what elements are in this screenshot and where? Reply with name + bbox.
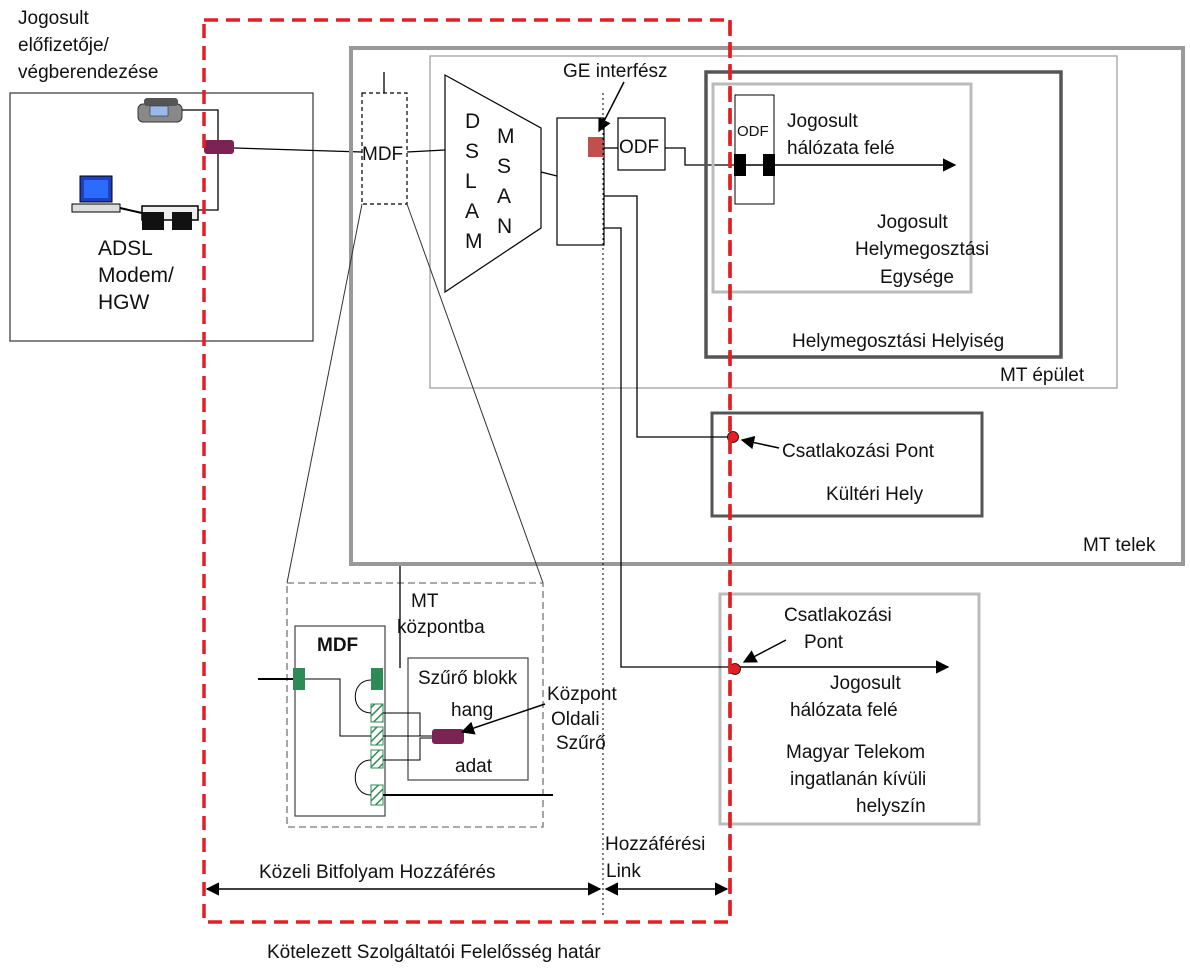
colo-network-line1: Jogosult [787,111,858,132]
outdoor-place-label: Kültéri Hely [826,484,924,505]
mdf-box [361,92,408,205]
to-center-line1: MT [411,591,439,612]
offsite-place-line2: ingatlanán kívüli [790,769,926,790]
dslam-letter: A [465,200,479,223]
filter-block-box [407,657,529,781]
offsite-network-line2: hálózata felé [790,700,898,721]
msan-letter: A [497,185,511,208]
mt-site-box [349,46,1185,566]
dslam-msan-block [444,73,542,294]
filter-pointer [460,703,546,735]
msan-letter: S [497,155,511,178]
msan-letter: M [497,125,515,148]
odf-box [617,117,666,171]
ge-port [588,137,603,157]
zoom-line-right [406,203,544,584]
filter-block-label: Szűrő blokk [418,668,518,689]
mdf-detail-label: MDF [317,635,358,656]
central-office-filter [432,729,464,744]
mdf-hatched-port [370,749,384,769]
modem-icon [119,205,199,230]
modem-line [198,152,219,211]
mdf-hatched-port [370,784,384,806]
phone-line [182,109,219,140]
zoom-line-left [286,203,363,584]
voice-label: hang [451,700,493,721]
subscriber-filter [204,140,234,154]
dslam-letter: M [465,230,483,253]
ge-interface-label: GE interfész [563,61,668,82]
colocation-room-label: Helymegosztási Helyiség [792,331,1004,352]
mdf-hatched-port [370,703,384,723]
mdf-to-dslam-line [406,149,446,153]
colocation-unit-line2: Helymegosztási [855,239,989,260]
phone-icon [137,98,183,123]
near-access-label: Közeli Bitfolyam Hozzáférés [259,862,496,883]
mdf-hatched-port [370,726,384,746]
subscriber-title-line2: előfizetője/ [18,35,110,56]
data-label: adat [455,756,493,777]
mdf-label: MDF [362,144,403,165]
filter-label-line2: Oldali [551,709,600,730]
colocation-unit-line3: Egysége [880,267,954,288]
offsite-point-line2: Pont [804,632,844,653]
mt-building-label: MT épület [1000,365,1085,386]
modem-label-line2: Modem/ [98,264,174,287]
dslam-letter: S [465,140,479,163]
mdf-port [371,668,383,690]
offsite-point-line1: Csatlakozási [784,605,892,626]
ge-pointer [598,81,625,133]
colocation-room-box [704,70,1063,359]
to-center-line2: központba [397,617,485,638]
msan-letter: N [497,215,512,238]
colocation-unit-line1: Jogosult [877,212,948,233]
modem-label-line3: HGW [98,291,150,314]
colo-odf-box [734,94,775,205]
mt-building-box [429,55,1118,389]
offsite-network-line1: Jogosult [830,673,901,694]
subscriber-box [9,92,314,342]
dslam-letter: D [465,110,480,133]
subscriber-title-line3: végberendezése [18,62,159,83]
offsite-point-pointer [742,639,787,663]
computer-icon [71,175,121,213]
offsite-place-box [718,592,981,826]
offsite-place-line3: helyszín [856,796,926,817]
subscriber-to-mdf-line [233,147,363,153]
colo-network-line2: hálózata felé [787,138,895,159]
access-link-line2: Link [606,861,641,882]
filter-label-line3: Szűrő [556,733,606,754]
mdf-port [293,668,305,690]
odf-to-colo-line [665,147,735,166]
subscriber-title-line1: Jogosult [18,8,89,29]
modem-label-line1: ADSL [98,237,153,260]
switch-to-offsite-line [604,227,733,668]
filter-label-line1: Központ [547,684,617,705]
switch-to-outdoor-line [604,195,733,438]
dslam-letter: L [465,170,477,193]
colo-odf-label: ODF [737,123,769,140]
outdoor-point-pointer [740,435,780,450]
offsite-place-line1: Magyar Telekom [786,742,925,763]
access-link-line1: Hozzáférési [605,834,705,855]
odf-label: ODF [619,137,659,158]
mt-site-label: MT telek [1083,535,1156,556]
outdoor-place-box [710,411,984,518]
boundary-label: Kötelezett Szolgáltatói Felelősség határ [267,942,601,963]
outdoor-point-label: Csatlakozási Pont [782,441,935,462]
colocation-unit-box [711,82,973,294]
